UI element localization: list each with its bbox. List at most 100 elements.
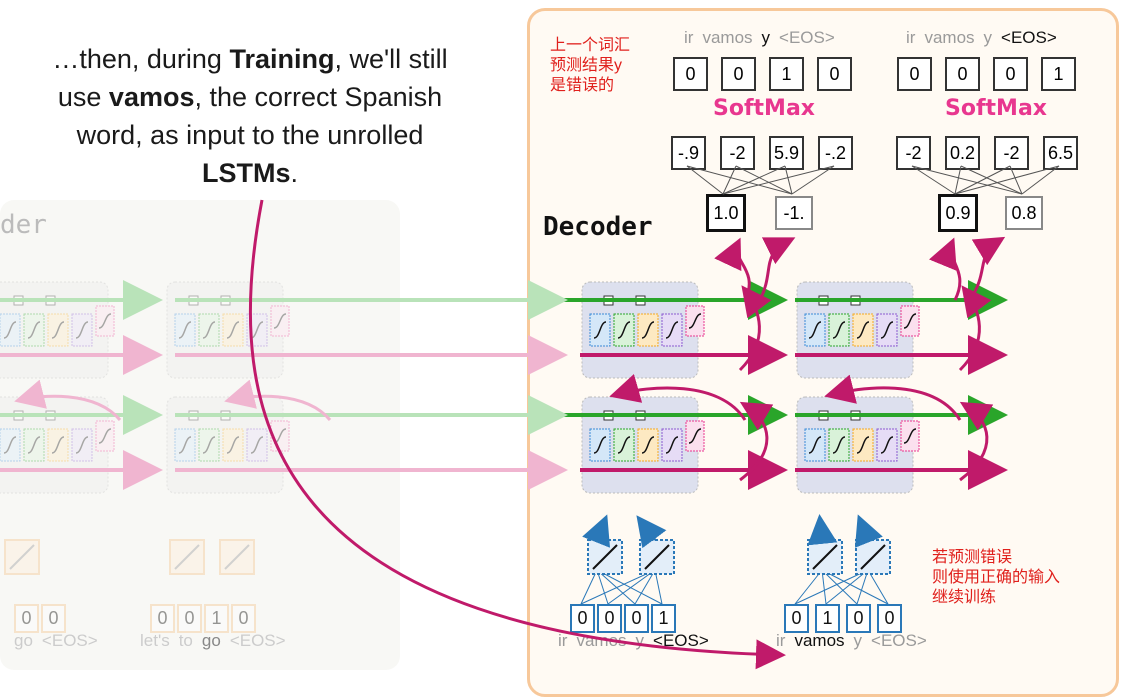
caption-bold-lstms: LSTMs <box>201 158 291 188</box>
sigmoid-glyph <box>27 436 41 454</box>
sigmoid-glyph <box>856 436 870 454</box>
connection-line <box>794 569 869 605</box>
onehot-cell: 1 <box>769 57 804 91</box>
lstm-gate <box>198 428 220 462</box>
vocab-word: y <box>635 631 645 650</box>
lstm-unit <box>166 281 290 379</box>
sigmoid-glyph <box>808 436 822 454</box>
tanh-glyph <box>688 313 702 329</box>
logit-cell: -2 <box>994 136 1029 170</box>
embedding-unit <box>587 539 623 575</box>
lstm-gate <box>71 313 93 347</box>
connection-line <box>596 569 609 605</box>
encoder-onehot-cell: 1 <box>204 604 229 633</box>
sigmoid-glyph <box>3 321 17 339</box>
lstm-tanh-gate <box>270 305 290 337</box>
curved-arrow <box>224 379 332 421</box>
curved-arrow <box>609 373 747 421</box>
sigmoid-glyph <box>832 321 846 339</box>
caption-line1: …then, during <box>52 44 230 74</box>
curved-arrow <box>758 237 796 301</box>
vocab-word: y <box>983 28 993 47</box>
onehot-cell: 0 <box>721 57 756 91</box>
connection-line <box>596 569 663 605</box>
vocab-word: ir <box>558 631 568 650</box>
sigmoid-glyph <box>3 436 17 454</box>
sigmoid-glyph <box>202 436 216 454</box>
connection-line <box>825 569 869 605</box>
sigmoid-glyph <box>832 436 846 454</box>
curved-arrow <box>968 236 1006 301</box>
vocab-word: <EOS> <box>1001 28 1057 47</box>
sigmoid-glyph <box>641 436 655 454</box>
connection-line <box>722 165 835 195</box>
tanh-glyph <box>903 428 917 444</box>
connection-line <box>634 569 656 605</box>
connection-line <box>867 569 889 605</box>
lstm-unit <box>796 396 920 494</box>
lstm-gate <box>246 428 268 462</box>
sigmoid-glyph <box>178 436 192 454</box>
lstm-gate <box>0 313 21 347</box>
caption-line2-end: , the correct Spanish <box>194 82 443 112</box>
input-onehot-cell: 0 <box>570 604 595 633</box>
onehot-cell: 0 <box>673 57 708 91</box>
lstm-gate <box>47 313 69 347</box>
input-onehot-cell: 1 <box>815 604 840 633</box>
connection-line <box>821 569 827 605</box>
sigmoid-glyph <box>51 321 65 339</box>
connection-line <box>954 165 1060 195</box>
sigmoid-glyph <box>665 321 679 339</box>
hidden-cell: 0.8 <box>1005 196 1043 230</box>
sigmoid-glyph <box>617 436 631 454</box>
curved-arrow <box>738 285 772 372</box>
lstm-gate <box>174 428 196 462</box>
sigmoid-glyph <box>856 321 870 339</box>
logit-cell: 6.5 <box>1043 136 1078 170</box>
lstm-unit <box>166 396 290 494</box>
vocab-word: vamos <box>794 631 845 650</box>
encoder-label: der <box>0 210 47 240</box>
connection-line <box>784 165 793 195</box>
connection-line <box>580 569 656 605</box>
onehot-cell: 1 <box>1041 57 1076 91</box>
curved-arrow <box>929 237 962 301</box>
lstm-tanh-gate <box>95 305 115 337</box>
lstm-gate <box>47 428 69 462</box>
encoder-faded-region <box>0 200 400 670</box>
encoder-onehot-cell: 0 <box>177 604 202 633</box>
connection-line <box>722 165 737 195</box>
connection-line <box>1021 165 1060 195</box>
embedding-unit <box>639 539 675 575</box>
encoder-words-left: go<EOS> <box>14 631 98 650</box>
lstm-gate <box>23 428 45 462</box>
connection-line <box>580 569 598 605</box>
connection-line <box>954 165 1011 195</box>
embed-arrow <box>582 514 611 548</box>
connection-line <box>821 569 889 605</box>
vocab-word: vamos <box>702 28 753 47</box>
lstm-gate <box>23 313 45 347</box>
lstm-gate <box>222 313 244 347</box>
lstm-unit <box>581 396 705 494</box>
logit-cell: -.2 <box>818 136 853 170</box>
sigmoid-glyph <box>51 436 65 454</box>
sigmoid-glyph <box>202 321 216 339</box>
connection-line <box>654 569 663 605</box>
encoder-onehot-cell: 0 <box>231 604 256 633</box>
curved-arrow <box>14 379 122 421</box>
connection-line <box>1009 165 1023 195</box>
hidden-cell: -1. <box>775 196 813 230</box>
caption-text: …then, during Training, we'll still use … <box>0 40 500 192</box>
hidden-cell: 0.9 <box>938 194 978 232</box>
lstm-unit <box>0 396 115 494</box>
curved-arrow <box>824 374 962 421</box>
connection-line <box>960 165 1023 195</box>
lstm-tanh-gate <box>95 420 115 452</box>
embedding-unit <box>807 539 843 575</box>
tanh-glyph <box>98 313 112 329</box>
tanh-glyph <box>98 428 112 444</box>
softmax-label-left: SoftMax <box>713 96 815 121</box>
